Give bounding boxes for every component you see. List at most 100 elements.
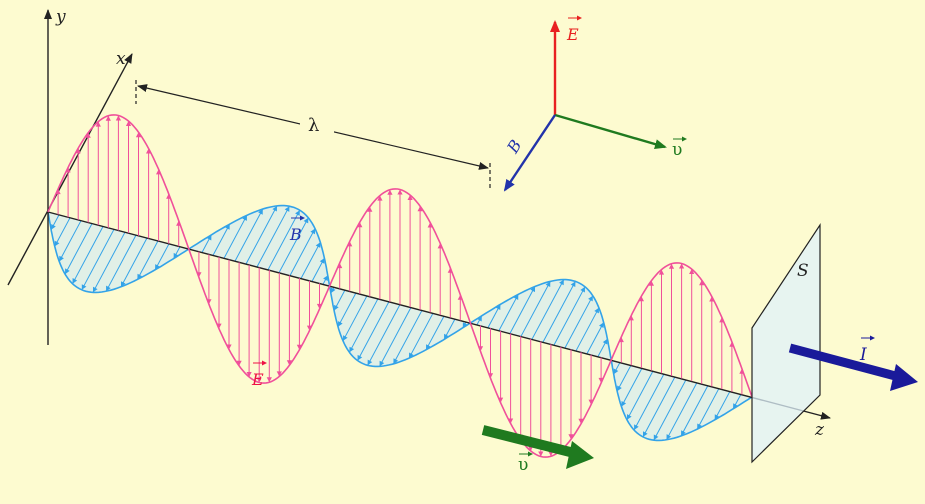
electric-field-vector-head: [246, 372, 252, 377]
magnetic-field-vector-head: [602, 338, 608, 345]
magnetic-field-vector-head: [349, 346, 355, 353]
magnetic-field-vector: [342, 295, 368, 342]
magnetic-field-vector: [278, 217, 309, 273]
magnetic-field-vector-head: [621, 401, 627, 407]
magnetic-field-vector-head: [530, 286, 535, 293]
magnetic-field-vector-head: [334, 304, 339, 311]
velocity-label-bottom-text: υ: [518, 455, 528, 475]
velocity-arrowhead: [566, 441, 594, 469]
magnetic-field-vector: [105, 234, 137, 292]
wavelength-label: λ: [308, 115, 319, 136]
magnetic-field-vector: [120, 237, 148, 288]
magnetic-field-vector-head: [357, 354, 363, 361]
electric-field-vector-head: [417, 206, 423, 212]
vector-arrow-icon: [262, 360, 267, 366]
magnetic-field-vector-head: [315, 242, 321, 248]
magnetic-field-vector: [64, 223, 93, 275]
magnetic-field-vector: [58, 220, 82, 262]
magnetic-field-vector: [680, 385, 709, 437]
magnetic-field-vector: [379, 307, 412, 367]
velocity-label-bottom: υ: [518, 451, 533, 475]
magnetic-field-curve: [47, 204, 753, 442]
magnetic-field-vector-head: [59, 255, 64, 262]
magnetic-field-vector: [245, 205, 278, 265]
wavelength-label-bg: [300, 114, 334, 136]
magnetic-field-vector: [531, 279, 565, 340]
vector-arrow-icon: [577, 15, 582, 21]
triad-e-label: E: [566, 15, 582, 44]
vector-arrow-icon: [300, 215, 305, 221]
vector-arrow-icon: [870, 335, 875, 341]
intensity-arrowhead: [890, 364, 918, 391]
magnetic-field-vector-head: [393, 358, 399, 364]
magnetic-field-vector-head: [559, 279, 564, 286]
magnetic-field-vector: [212, 223, 231, 256]
magnetic-field-vector: [564, 295, 594, 349]
electric-field-vector-head: [105, 115, 111, 121]
magnetic-field-vector: [714, 390, 731, 421]
magnetic-field-vector-head: [617, 385, 622, 392]
triad-v-label: υ: [672, 136, 687, 160]
magnetic-field-vector: [337, 292, 357, 327]
magnetic-field-vector: [620, 367, 643, 407]
magnetic-field-vector-head: [653, 434, 659, 441]
electric-field-vector-head: [85, 132, 91, 138]
magnetic-field-vector-head: [338, 321, 343, 327]
surface-label: S: [797, 261, 809, 281]
magnetic-field-vector: [633, 373, 665, 431]
magnetic-field-vector-head: [319, 258, 325, 264]
electric-field-vector-head: [367, 206, 373, 212]
magnetic-field-vector-head: [121, 281, 126, 287]
z-axis: [47, 211, 831, 420]
b-field-label: B: [289, 215, 305, 244]
triad-e-label-text: E: [566, 25, 579, 44]
triad-b-label: B: [503, 136, 526, 157]
triad-b-label-text: B: [503, 136, 526, 157]
magnetic-field-vector: [223, 215, 248, 259]
magnetic-field-vector-head: [54, 240, 60, 247]
magnetic-field-vector-head: [627, 414, 632, 420]
magnetic-field-vector-head: [379, 360, 385, 367]
magnetic-field-vector: [392, 310, 423, 365]
e-field-label-text: E: [251, 370, 264, 389]
magnetic-field-vector: [666, 382, 698, 440]
magnetic-field-vector-head: [65, 268, 70, 275]
magnetic-field-vector: [542, 281, 576, 343]
magnetic-field-vector: [408, 312, 434, 359]
vector-arrow-icon: [528, 451, 533, 457]
electric-field-vector-head: [668, 263, 675, 269]
magnetic-field-vector: [367, 304, 401, 366]
z-axis-label: z: [814, 420, 825, 440]
magnetic-field-vector: [72, 226, 104, 284]
magnetic-field-vector: [498, 294, 519, 331]
intensity-arrow: [788, 343, 905, 383]
magnetic-field-vector: [81, 229, 115, 291]
magnetic-field-vector-head: [666, 434, 672, 440]
electric-field-wave: [47, 114, 753, 458]
magnetic-field-vector-head: [303, 217, 309, 224]
magnetic-field-vector: [300, 242, 321, 279]
electric-field-vector-head: [648, 280, 654, 286]
electric-field-vector-head: [658, 269, 665, 275]
magnetic-field-vector-head: [272, 205, 277, 212]
triad-v-label-text: υ: [672, 140, 682, 160]
magnetic-field-vector-head: [295, 210, 300, 216]
magnetic-field-wave: [47, 204, 753, 442]
e-field-label: E: [251, 360, 267, 389]
electric-field-vector-head: [95, 121, 101, 127]
magnetic-field-vector-head: [409, 352, 414, 359]
magnetic-field-vector-head: [284, 206, 290, 212]
magnetic-field-vector-head: [367, 359, 373, 366]
magnetic-field-vector: [54, 217, 71, 247]
electric-field-vector-head: [377, 195, 383, 201]
electric-field-vector-head: [256, 377, 262, 383]
electric-field-vector-head: [286, 360, 292, 366]
y-axis-label: y: [55, 7, 66, 27]
magnetic-field-vector-head: [594, 307, 599, 314]
magnetic-field-vector-head: [93, 286, 98, 293]
magnetic-field-vector-head: [681, 430, 686, 436]
triad-b-arrow: [503, 114, 556, 192]
intensity-label-text: I: [859, 345, 867, 365]
